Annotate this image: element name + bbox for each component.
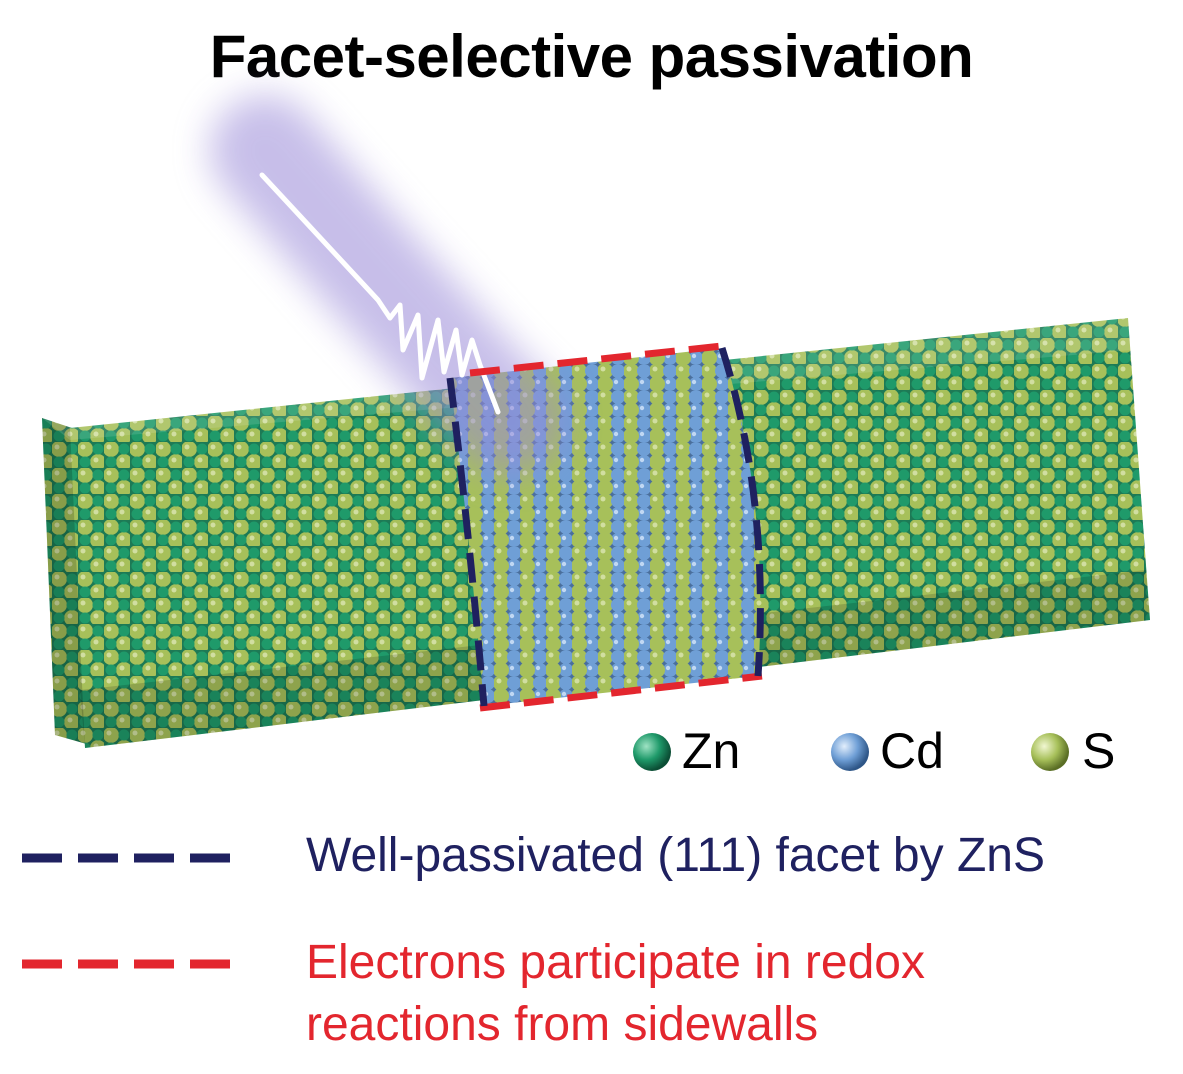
figure-title: Facet-selective passivation: [209, 23, 974, 90]
redox-sidewall-dash: [469, 342, 763, 712]
zn-legend-label: Zn: [682, 723, 741, 779]
passivated-facet-legend-label: Well-passivated (111) facet by ZnS: [306, 829, 1045, 882]
cd-legend-label: Cd: [880, 723, 944, 779]
zn-atom-icon: [633, 733, 671, 771]
cd-atom-icon: [831, 733, 869, 771]
passivated-facet-dash: [446, 346, 764, 707]
photon-icon: [210, 95, 565, 475]
s-legend-label: S: [1082, 723, 1116, 779]
redox-legend-line-1: Electrons participate in redox: [306, 936, 925, 989]
s-atom-icon: [1031, 733, 1069, 771]
redox-legend-line-2: reactions from sidewalls: [306, 998, 819, 1051]
redox-legend-label: Electrons participate in redox reactions…: [306, 932, 925, 1056]
